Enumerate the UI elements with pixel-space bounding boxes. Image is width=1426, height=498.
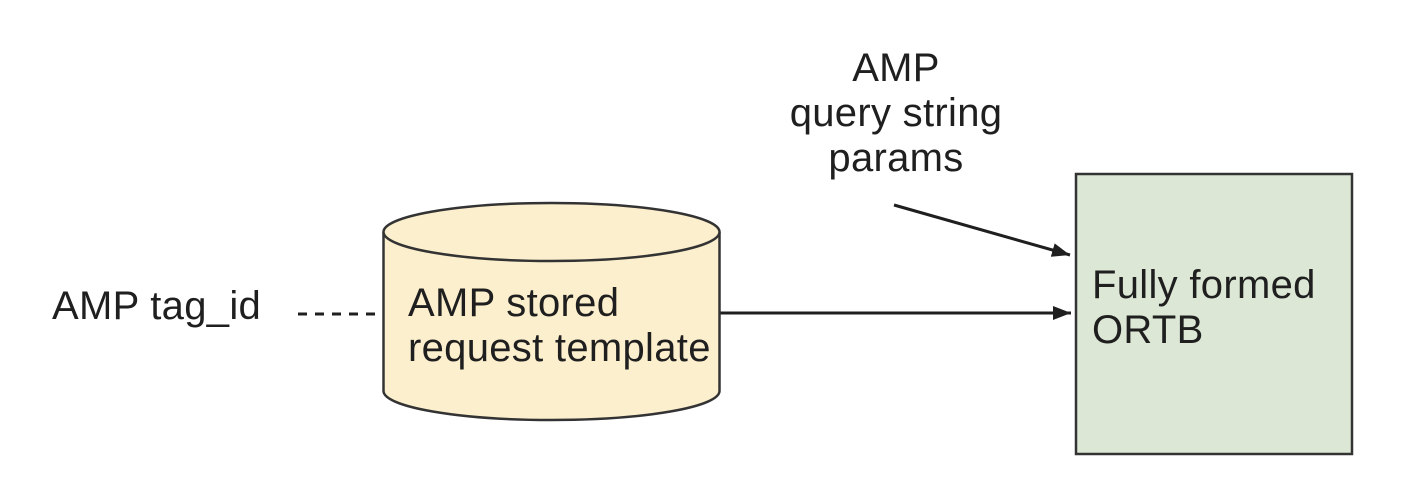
query-params-label: AMP query string params xyxy=(789,46,1003,180)
query-params-to-ortb-arrow xyxy=(893,203,1071,257)
tag-id-label: AMP tag_id xyxy=(52,284,262,328)
stored-request-template-label: AMP stored request template xyxy=(408,281,711,370)
stored-request-cylinder-body xyxy=(382,232,721,422)
ortb-box xyxy=(1074,172,1354,456)
stored-request-cylinder-top xyxy=(382,201,721,263)
ortb-label: Fully formed ORTB xyxy=(1092,263,1316,352)
